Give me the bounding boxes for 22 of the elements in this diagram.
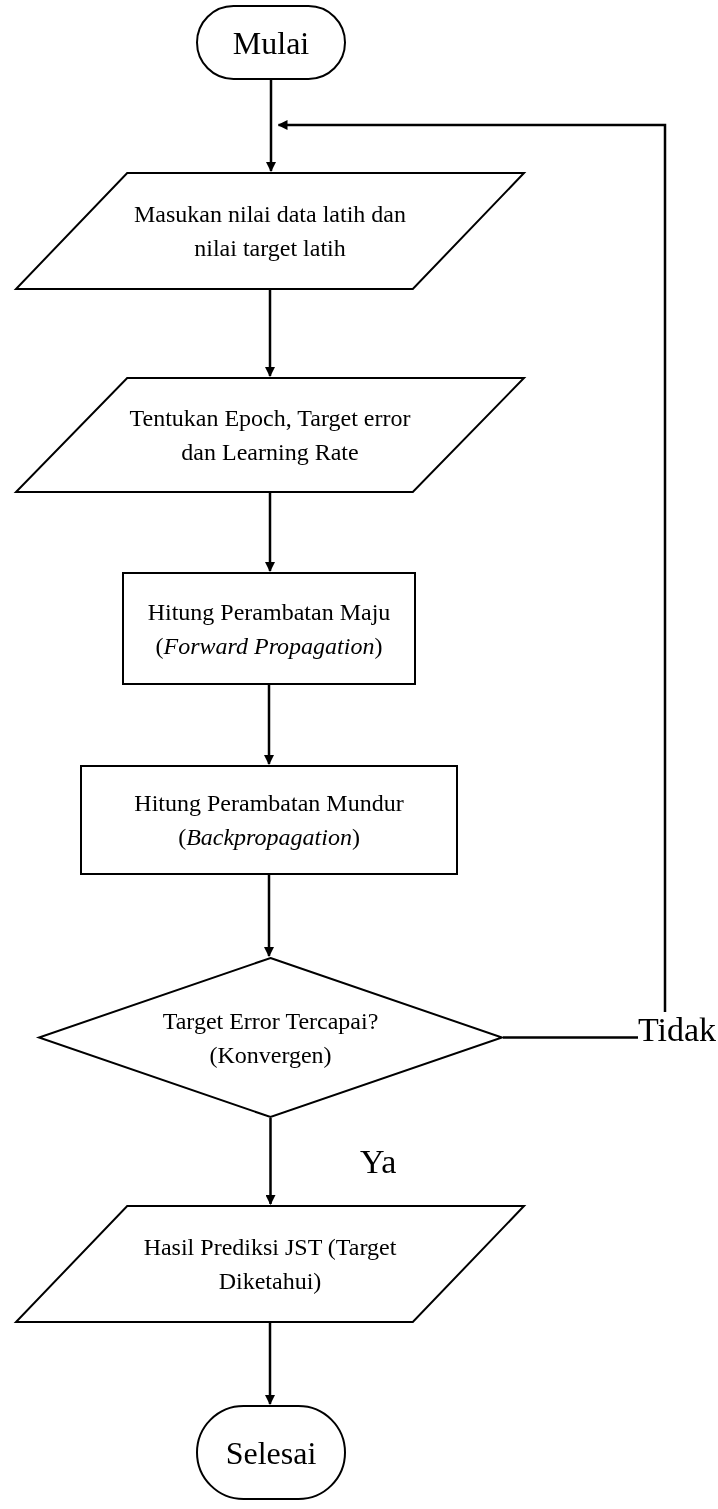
arrow [265, 1118, 276, 1205]
input-output-parallelogram [15, 1205, 525, 1323]
decision-diamond [38, 957, 503, 1118]
node-text: Hitung Perambatan Maju (Forward Propagation) [146, 597, 392, 661]
arrow [266, 80, 276, 172]
arrow [265, 290, 275, 377]
node-text: Hitung Perambatan Mundur (Backpropagation) [133, 789, 405, 852]
arrow [277, 120, 667, 1039]
node-text: Selesai [224, 1435, 318, 1470]
arrow [264, 685, 274, 765]
node-text: Hasil Prediksi JST (Target Diketahui) [142, 1233, 398, 1296]
node-text: Masukan nilai data latih dan nilai target latih [133, 200, 407, 263]
arrow [264, 875, 274, 957]
arrow [265, 1323, 275, 1405]
input-output-parallelogram [15, 377, 525, 493]
node-text: Mulai [231, 25, 311, 60]
arrow [265, 493, 275, 572]
process-box [122, 572, 416, 685]
node-text: Target Error Tercapai? (Konvergen) [161, 1006, 380, 1070]
input-output-parallelogram [15, 172, 525, 290]
node-text: Tentukan Epoch, Target error dan Learning Rate [128, 404, 412, 467]
process-box [80, 765, 458, 875]
